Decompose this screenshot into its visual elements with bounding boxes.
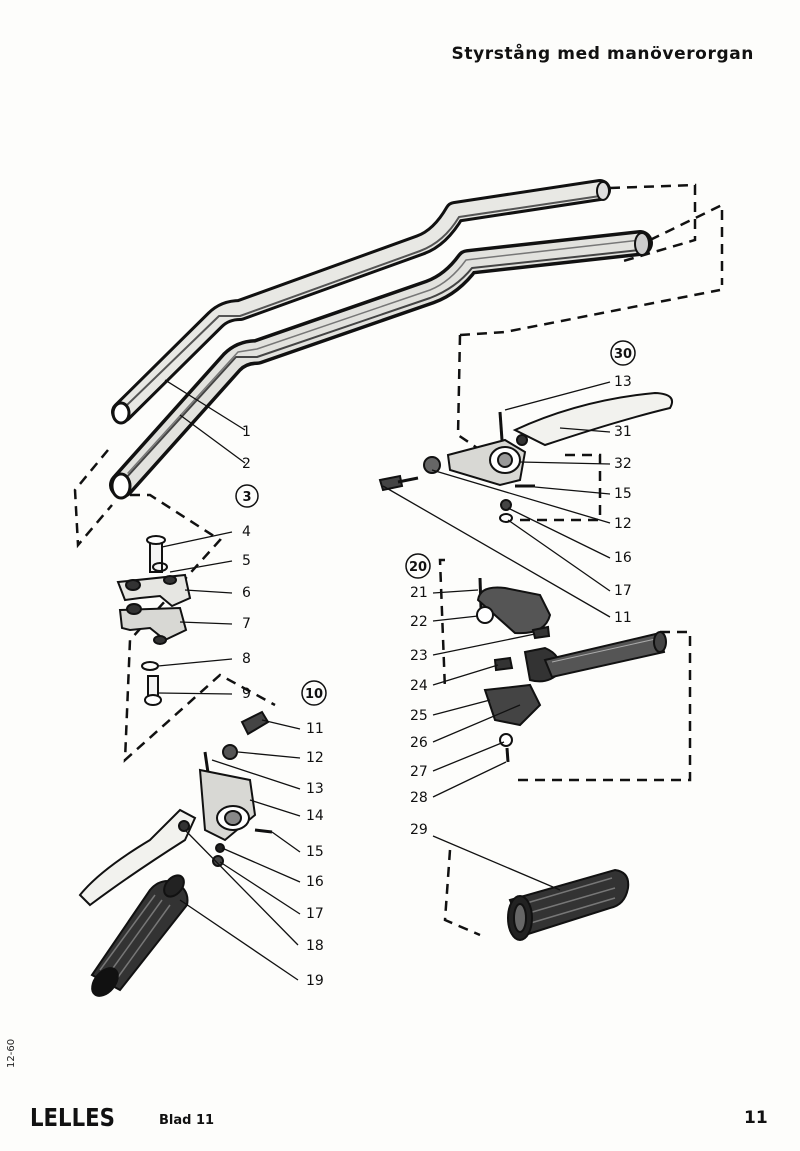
- part-label: 31: [614, 424, 632, 440]
- part-label: 16: [306, 874, 324, 890]
- group-marker-30: 30: [610, 340, 636, 366]
- part-label: 15: [614, 486, 632, 502]
- group-label: 10: [305, 687, 323, 702]
- part-label: 12: [614, 516, 632, 532]
- group-marker-20: 20: [405, 553, 431, 579]
- page-title: Styrstång med manöverorgan: [451, 44, 754, 64]
- group-marker-10: 10: [301, 680, 327, 706]
- part-label: 11: [306, 721, 324, 737]
- part-labels: 1 2 4 5 6 7 8 9 11 12 13 14 15 16 17 18 …: [242, 374, 632, 989]
- left-lever-assembly: [78, 710, 273, 907]
- part-label: 22: [410, 614, 428, 630]
- part-label: 4: [242, 524, 251, 540]
- group-label: 30: [614, 347, 632, 362]
- part-label: 13: [306, 781, 324, 797]
- sheet-label: Blad 11: [159, 1113, 215, 1128]
- group-label: 20: [409, 560, 427, 575]
- clamp-assembly: [116, 535, 192, 706]
- part-label: 27: [410, 764, 428, 780]
- part-label: 13: [614, 374, 632, 390]
- brand-logo: LELLES: [30, 1103, 115, 1132]
- throttle-assembly: [476, 577, 667, 763]
- part-label: 12: [306, 750, 324, 766]
- part-label: 7: [242, 616, 251, 632]
- right-grip: [507, 868, 630, 941]
- part-label: 25: [410, 708, 428, 724]
- part-label: 26: [410, 735, 428, 751]
- part-label: 23: [410, 648, 428, 664]
- part-label: 9: [242, 686, 251, 702]
- part-label: 5: [242, 553, 251, 569]
- part-label: 18: [306, 938, 324, 954]
- handlebar-upper: [111, 179, 611, 425]
- part-label: 17: [614, 583, 632, 599]
- right-lever-assembly: [378, 391, 674, 523]
- part-label: 17: [306, 906, 324, 922]
- part-label: 8: [242, 651, 251, 667]
- part-label: 1: [242, 424, 251, 440]
- part-label: 11: [614, 610, 632, 626]
- part-label: 14: [306, 808, 324, 824]
- part-label: 6: [242, 585, 251, 601]
- handlebar-lower: [109, 230, 653, 500]
- part-label: 24: [410, 678, 428, 694]
- dashed-group-outlines: [73, 183, 724, 937]
- part-label: 21: [410, 585, 428, 601]
- part-label: 29: [410, 822, 428, 838]
- group-label: 3: [242, 490, 251, 505]
- part-label: 28: [410, 790, 428, 806]
- leader-lines: [157, 379, 611, 981]
- part-label: 15: [306, 844, 324, 860]
- date-code: 12-60: [6, 1038, 17, 1068]
- part-label: 32: [614, 456, 632, 472]
- part-label: 19: [306, 973, 324, 989]
- left-grip: [90, 874, 189, 997]
- page-number: 11: [744, 1108, 768, 1128]
- part-label: 2: [242, 456, 251, 472]
- group-marker-3: 3: [235, 484, 259, 508]
- part-label: 16: [614, 550, 632, 566]
